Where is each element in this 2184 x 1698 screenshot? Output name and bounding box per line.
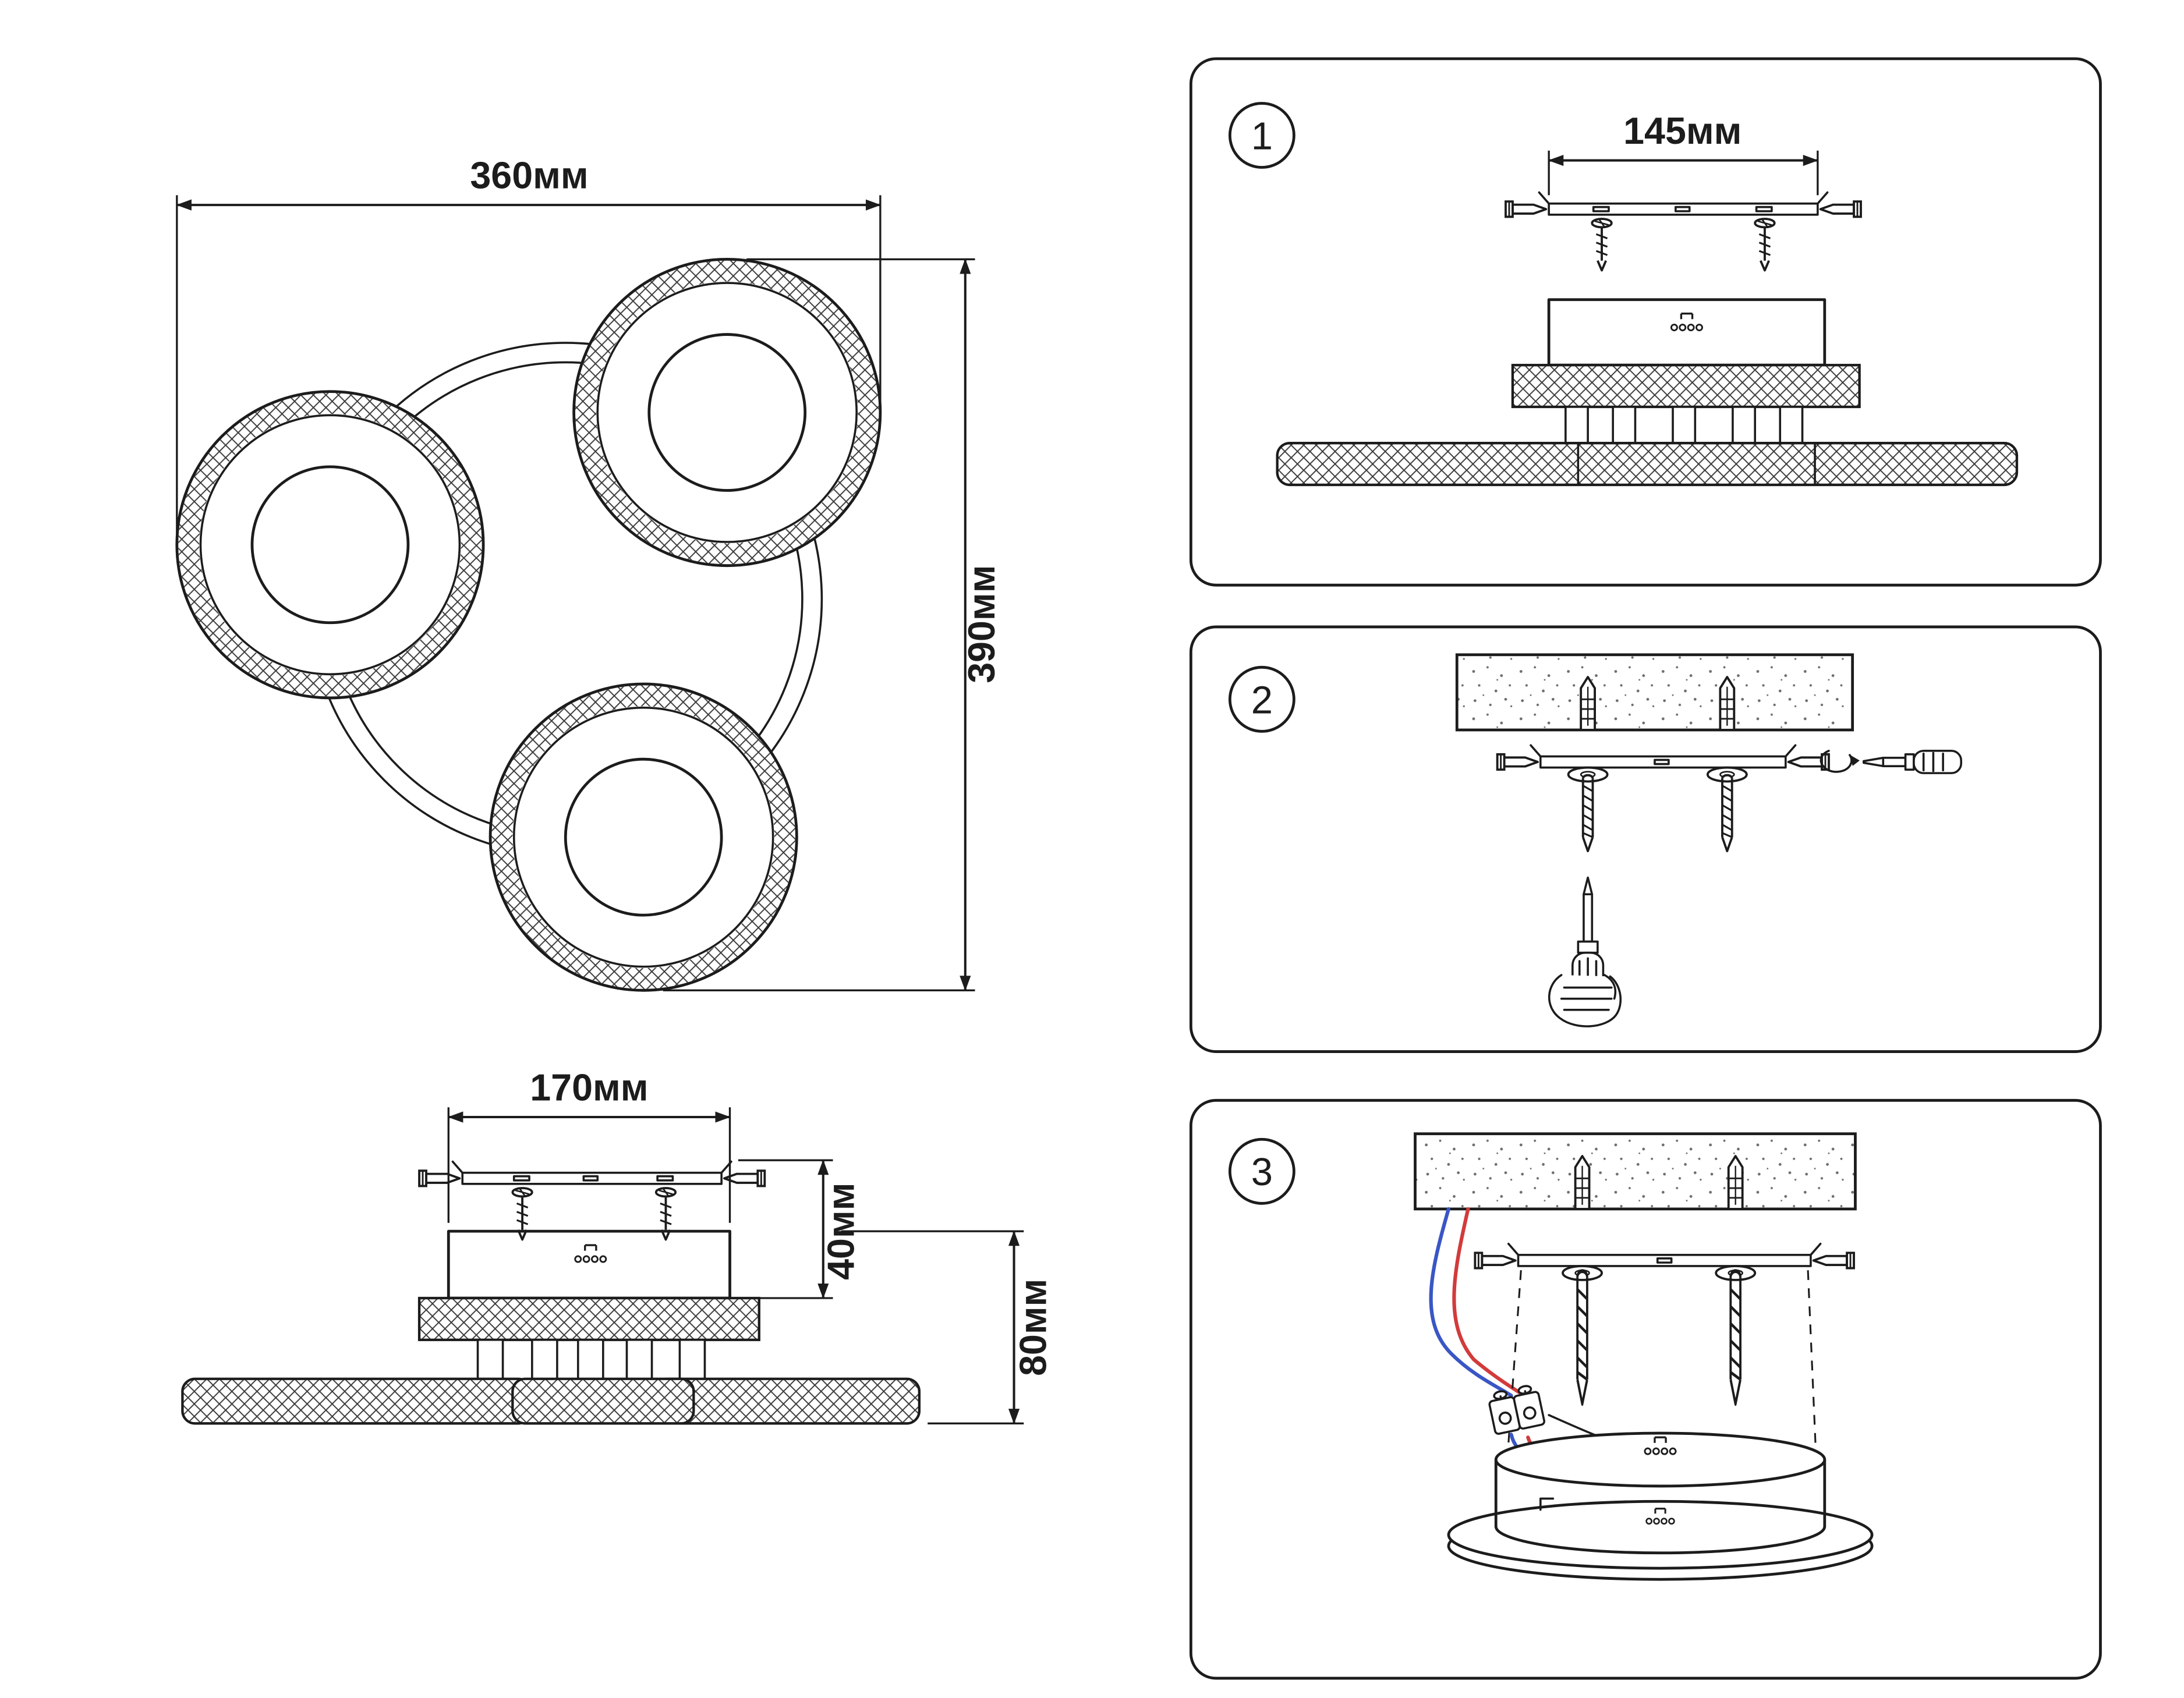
bracket-side-screw-left	[1496, 753, 1539, 771]
bracket-screw-icon	[1754, 218, 1776, 272]
step-badge-2: 2	[1228, 665, 1295, 733]
step-number: 1	[1251, 114, 1273, 158]
side-view-width-label: 170мм	[530, 1066, 648, 1108]
bracket-screw-icon	[1591, 218, 1613, 272]
dimension-width-170: 170мм	[447, 1066, 731, 1223]
step-panel-1: 1 145мм	[1189, 57, 2102, 587]
top-view-drawing: 360мм 390мм	[175, 154, 1003, 992]
step-number: 3	[1251, 1150, 1273, 1194]
lamp-body	[447, 1229, 731, 1300]
mounting-screw-icon	[1730, 1271, 1740, 1404]
bracket-width-label: 145мм	[1623, 110, 1741, 152]
mounting-bracket	[1507, 1242, 1822, 1267]
rotate-arrow-icon	[1820, 750, 1860, 773]
lamp-base	[1447, 1431, 1874, 1581]
mounting-bracket	[451, 1160, 732, 1185]
mounting-screw-icon	[1577, 1271, 1587, 1404]
panel-border	[1189, 1098, 2102, 1680]
dimension-height-390: 390мм	[663, 258, 1003, 991]
step-panel-3: 3	[1189, 1098, 2102, 1680]
bracket-side-screw-left	[418, 1169, 461, 1187]
crystal-band	[1511, 364, 1861, 409]
side-view-drawing: 170мм 40мм 80мм	[181, 1066, 1054, 1425]
screwdriver-hand-icon	[1548, 876, 1622, 1027]
side-view-lower-height-label: 80мм	[1013, 1279, 1054, 1376]
support-posts	[476, 1338, 706, 1383]
mounting-screw-icon	[1721, 774, 1733, 853]
bottom-plates	[181, 1377, 921, 1425]
support-posts	[1564, 406, 1804, 444]
lamp-body	[1547, 298, 1827, 367]
ceiling	[1455, 653, 1854, 732]
step-badge-3: 3	[1228, 1137, 1295, 1205]
terminal-block	[1488, 1385, 1546, 1435]
bracket-side-screw-right	[1819, 200, 1862, 218]
top-view-width-label: 360мм	[470, 154, 588, 196]
step-number: 2	[1251, 678, 1273, 722]
screwdriver-horizontal-icon	[1862, 750, 1963, 774]
bracket-side-screw-left	[1505, 200, 1548, 218]
lamp-ring-top-right	[572, 258, 882, 568]
step-badge-1: 1	[1228, 102, 1295, 169]
dimension-bracket-145: 145мм	[1548, 110, 1819, 196]
dimension-width-360: 360мм	[176, 154, 882, 534]
top-view-height-label: 390мм	[961, 565, 1003, 683]
panel-border	[1189, 625, 2102, 1053]
hook-mark-icon	[1539, 1497, 1555, 1511]
alignment-guide-right	[1807, 1270, 1818, 1463]
crystal-band	[417, 1296, 760, 1341]
supply-wire-blue	[1429, 1207, 1513, 1398]
mounting-bracket	[1538, 191, 1829, 216]
panel-border	[1189, 57, 2102, 587]
mounting-screw-icon	[1581, 774, 1594, 853]
lamp-ring-left	[175, 390, 485, 700]
lamp-ring-bottom	[489, 682, 798, 992]
ceiling	[1414, 1132, 1857, 1211]
mounting-bracket	[1530, 744, 1797, 769]
step-panel-2: 2	[1189, 625, 2102, 1053]
supply-wire-red	[1452, 1207, 1528, 1399]
bracket-side-screw-left	[1474, 1252, 1517, 1270]
dimension-height-80: 80мм	[841, 1230, 1054, 1424]
bottom-plate	[1276, 442, 2019, 487]
bracket-side-screw-right	[1812, 1252, 1855, 1270]
alignment-guide-left	[1506, 1270, 1522, 1463]
